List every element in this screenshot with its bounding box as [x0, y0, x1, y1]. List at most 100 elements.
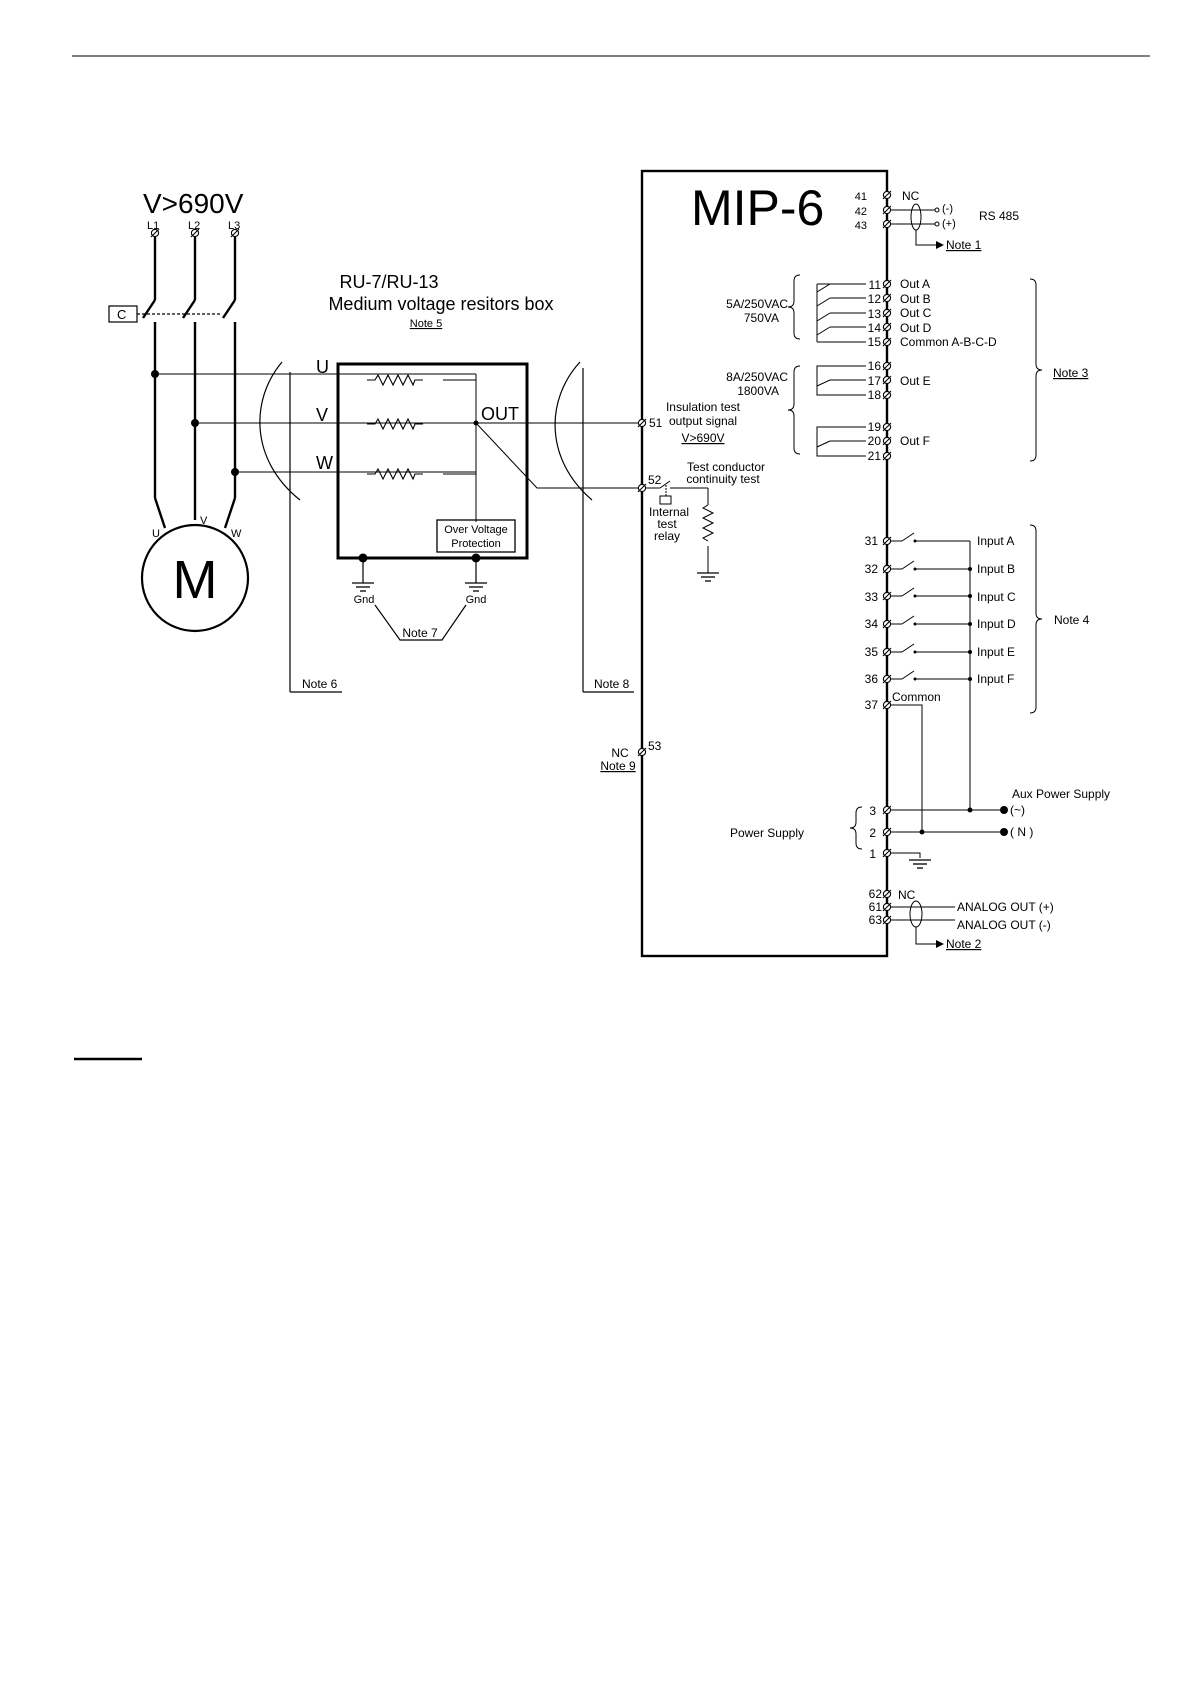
mip6-enclosure — [640, 169, 889, 958]
input-c-label: Input C — [977, 590, 1016, 604]
terminal-screw-41 — [882, 190, 892, 200]
resistor-input-w: W — [316, 453, 333, 473]
input-switch-b — [891, 560, 970, 571]
terminal-screw-43 — [882, 219, 892, 229]
out-f-label: Out F — [900, 434, 930, 448]
terminal-screw-11 — [882, 279, 892, 289]
terminal-screw-36 — [882, 674, 892, 684]
terminal-51: 51 — [649, 416, 663, 430]
note7-label: Note 7 — [402, 626, 438, 640]
rs485-minus: (-) — [942, 203, 953, 215]
motor-lead-w — [223, 497, 237, 529]
cable-bracket-note6 — [259, 361, 301, 501]
terminal-screw-33 — [882, 591, 892, 601]
input-switch-a — [891, 532, 970, 543]
terminal-screw-12 — [882, 293, 892, 303]
test-resistor — [701, 504, 715, 542]
terminal-61: 61 — [869, 900, 883, 914]
resistor-box — [336, 362, 529, 560]
terminal-37: 37 — [865, 698, 879, 712]
terminal-screw-51 — [637, 418, 647, 428]
note6-label: Note 6 — [302, 677, 338, 691]
relay-rating-2: 750VA — [744, 311, 779, 325]
continuity-test-line1: Test conductor — [687, 460, 765, 474]
terminal-53: 53 — [648, 739, 662, 753]
power-supply-label: Power Supply — [730, 826, 804, 840]
motor-terminal-u: U — [152, 528, 160, 540]
analog-out-plus: ANALOG OUT (+) — [957, 900, 1054, 914]
input-switch-f — [891, 670, 970, 681]
terminal-32: 32 — [865, 562, 879, 576]
terminal-screw-35 — [882, 647, 892, 657]
terminal-screw-34 — [882, 619, 892, 629]
resistor-output-label: OUT — [481, 404, 519, 424]
motor-terminal-w: W — [231, 528, 242, 540]
gnd-label-2: Gnd — [466, 594, 487, 606]
terminal-18: 18 — [868, 388, 882, 402]
input-d-label: Input D — [977, 617, 1016, 631]
test-relay-contact — [659, 480, 671, 489]
terminal-screw-13 — [882, 308, 892, 318]
terminal-12: 12 — [868, 292, 882, 306]
terminal-31: 31 — [865, 534, 879, 548]
terminal-62: 62 — [869, 887, 883, 901]
terminal-screw-42 — [882, 205, 892, 215]
continuity-test-line2: continuity test — [686, 472, 760, 486]
rs485-plus-terminal — [934, 221, 940, 227]
ground-icon — [696, 572, 720, 582]
ground-icon — [908, 859, 932, 869]
note2-label: Note 2 — [946, 937, 982, 951]
note4-label: Note 4 — [1054, 613, 1090, 627]
out-e-label: Out E — [900, 374, 931, 388]
input-switch-d — [891, 615, 970, 626]
note3-label: Note 3 — [1053, 366, 1089, 380]
contactor-label: C — [117, 307, 126, 322]
note8-label: Note 8 — [594, 677, 630, 691]
terminal-screw-3 — [882, 805, 892, 815]
terminal-screw-63 — [882, 915, 892, 925]
relay2-rating-1: 8A/250VAC — [726, 370, 788, 384]
terminal-14: 14 — [868, 321, 882, 335]
inputs-common-wire — [891, 704, 923, 832]
terminal-63: 63 — [869, 913, 883, 927]
contactor-blade-3 — [222, 299, 236, 319]
ovp-label-line1: Over Voltage — [444, 524, 508, 536]
relay-contact-d — [816, 326, 831, 336]
terminal-41: 41 — [855, 191, 867, 203]
gnd-label-1: Gnd — [354, 594, 375, 606]
out-d-label: Out D — [900, 321, 932, 335]
motor-lead-u — [153, 497, 167, 529]
bus-dot — [968, 594, 972, 598]
analog-shield-icon — [909, 900, 923, 928]
terminal-screw-1 — [882, 848, 892, 858]
resistor-input-u: U — [316, 357, 329, 377]
junction-dot — [919, 829, 925, 835]
phase-label-l3: L3 — [228, 220, 240, 232]
terminal-2: 2 — [869, 826, 876, 840]
insulation-test-line2: output signal — [669, 414, 737, 428]
ground-icon — [464, 582, 488, 592]
terminal-3: 3 — [869, 804, 876, 818]
relay-rating-1: 5A/250VAC — [726, 297, 788, 311]
terminal-screw-14 — [882, 322, 892, 332]
internal-relay-line3: relay — [654, 529, 680, 543]
note1-arrow-icon — [936, 241, 944, 249]
aux-line-terminal — [1000, 806, 1008, 814]
bus-dot — [968, 677, 972, 681]
out-a-label: Out A — [900, 277, 930, 291]
terminal-33: 33 — [865, 590, 879, 604]
input-e-label: Input E — [977, 645, 1015, 659]
rs485-nc-label: NC — [902, 189, 920, 203]
motor-label: M — [173, 550, 218, 610]
note2-leader — [915, 927, 936, 945]
bus-dot — [968, 567, 972, 571]
resistor-u — [366, 374, 424, 386]
note1-label: Note 1 — [946, 238, 982, 252]
terminal-34: 34 — [865, 617, 879, 631]
internal-relay-line2: test — [657, 517, 677, 531]
note9-label: Note 9 — [600, 759, 636, 773]
note1-leader — [915, 230, 936, 246]
relay-group-brace-icon — [787, 274, 801, 340]
terminal-11: 11 — [869, 278, 882, 292]
